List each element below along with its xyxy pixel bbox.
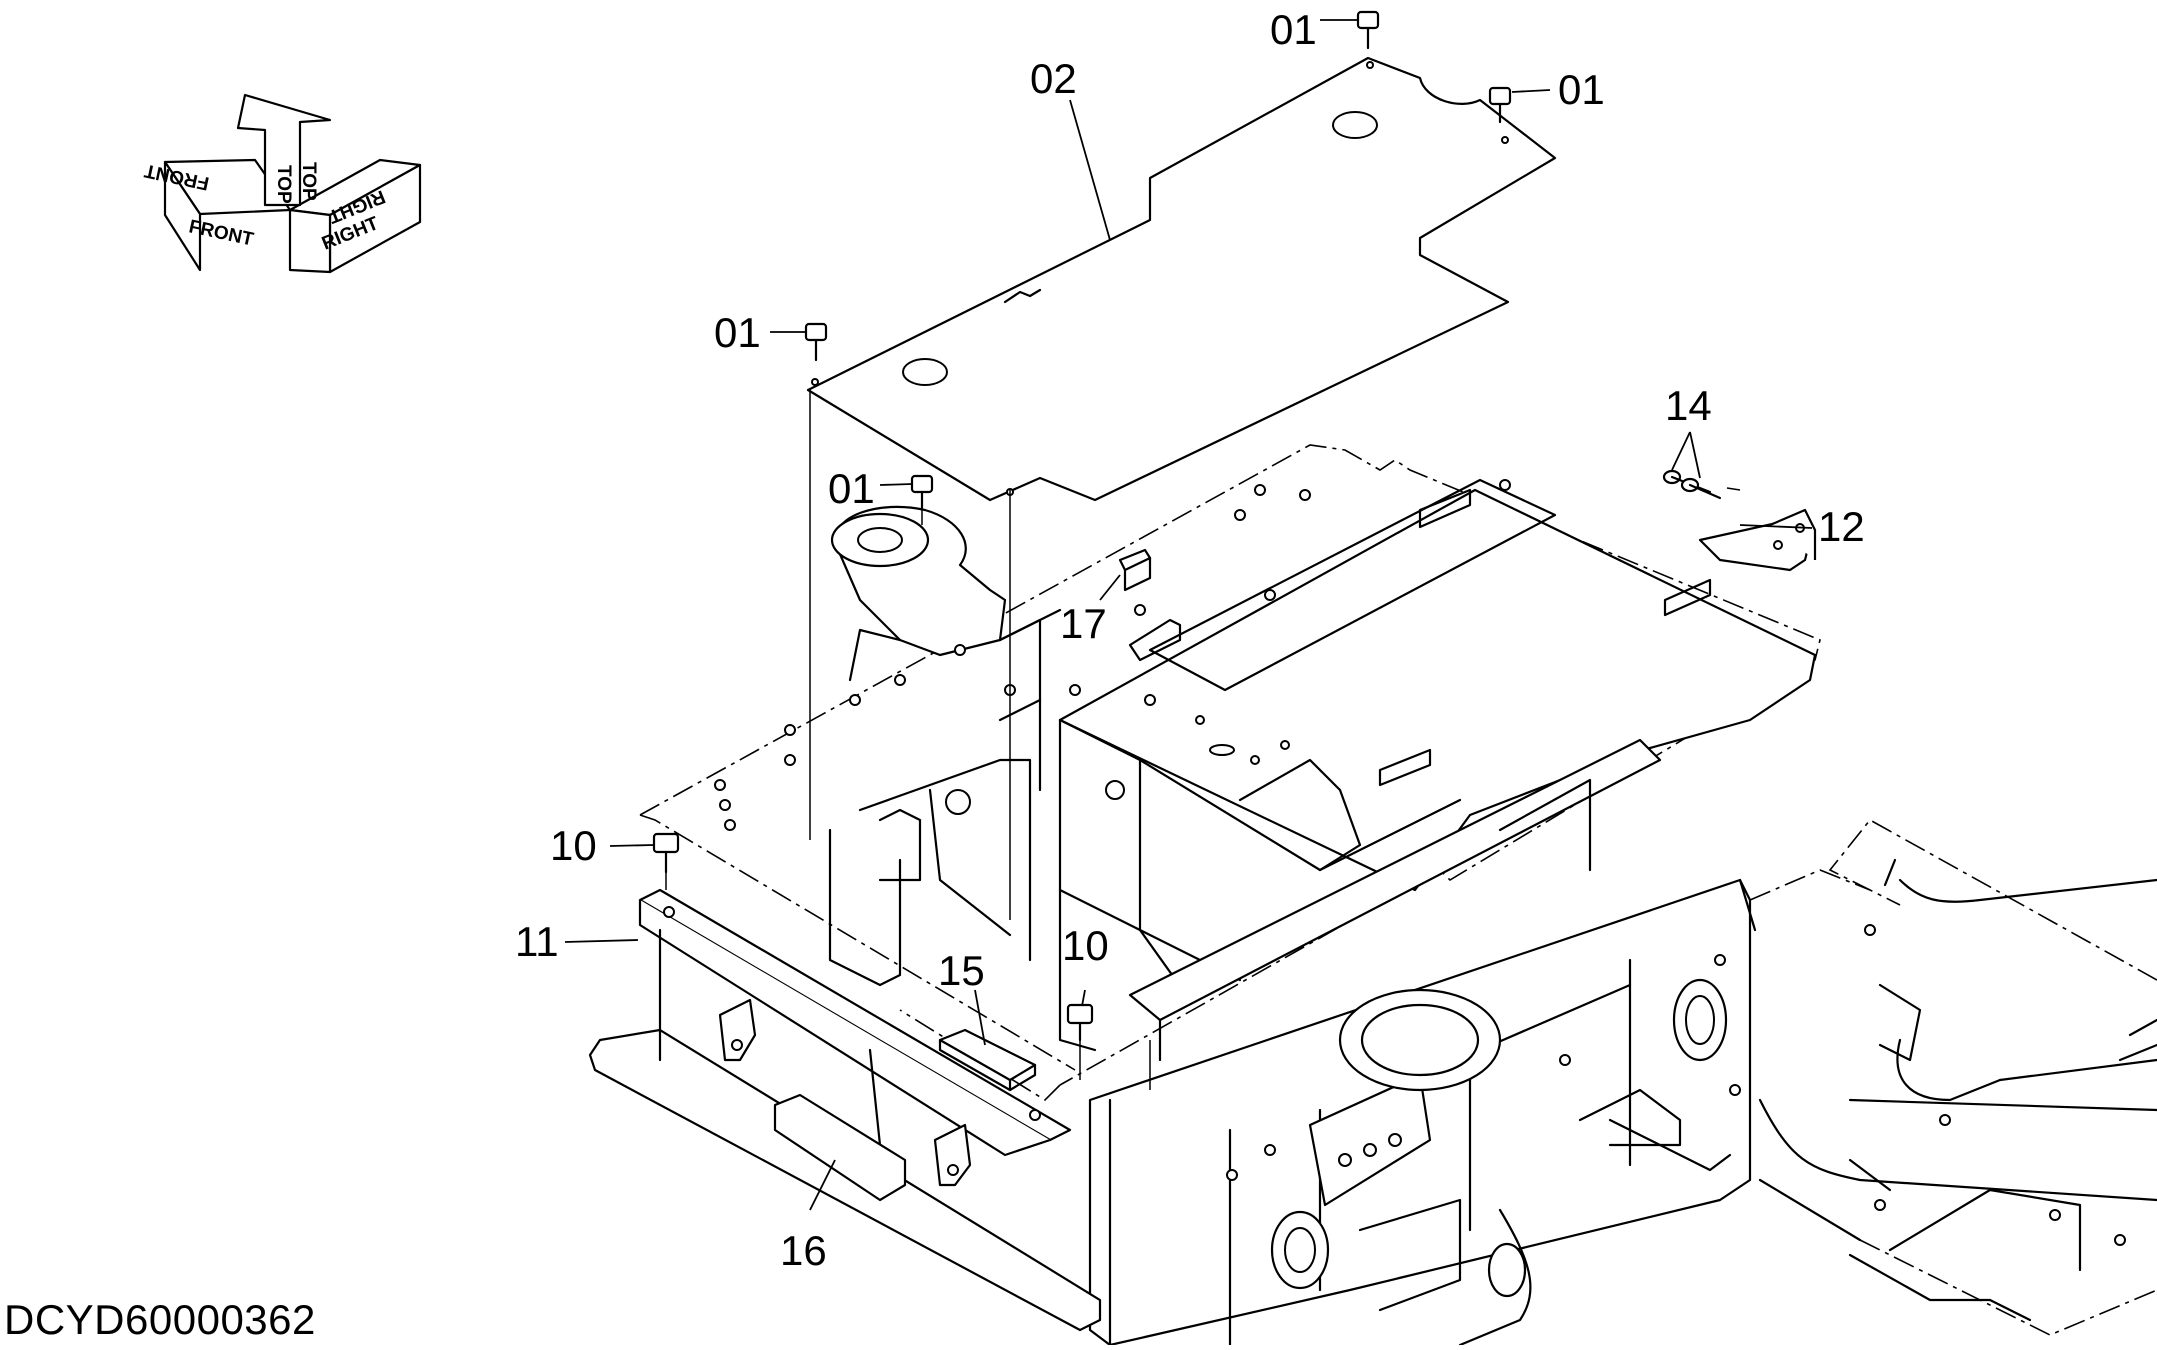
bolt-01-left [804,322,828,362]
main-frame-assembly [639,444,2157,1347]
part-15-rubber-pad [938,1028,1037,1092]
bolt-10-center [1066,1003,1094,1042]
top-label-b: TOP [298,162,319,201]
assembly-alignment-lines [665,390,1151,1090]
top-arrow-shape [236,93,332,207]
corner-face [288,208,332,274]
part-17-spacer [1118,548,1152,592]
part-14-bolts [1662,469,1741,500]
callout-01-left: 01 [714,309,761,356]
bolt-10-left [652,832,680,874]
front-arrow-side [163,160,202,272]
part-12-bracket [1698,508,1817,572]
callout-02: 02 [1030,55,1077,102]
callout-11: 11 [515,918,559,965]
callout-01-top: 01 [1270,6,1317,53]
part-11-front-beam [588,888,1102,1332]
callout-01-middle: 01 [828,465,875,512]
callout-15: 15 [938,947,985,994]
callout-16: 16 [780,1227,827,1274]
callout-labels: 01 01 01 01 02 10 10 11 12 14 15 16 17 [515,6,1865,1274]
callout-14: 14 [1665,382,1712,429]
top-label-a: TOP [273,165,294,204]
callout-17: 17 [1060,600,1107,647]
callout-01-right: 01 [1558,66,1605,113]
bolt-01-middle [910,474,934,510]
bolt-01-top [1356,10,1380,50]
orientation-arrow-symbol: FRONT FRONT TOP TOP RIGHT RIGHT [142,93,422,274]
drawing-id: DCYD60000362 [4,1296,316,1343]
callout-10-center: 10 [1062,922,1109,969]
callout-12: 12 [1818,503,1865,550]
part-02-cover-plate [806,56,1557,502]
bolt-01-right [1488,86,1512,124]
callout-10-left: 10 [550,822,597,869]
leader-lines [564,19,1813,1211]
bolt-14b [1680,477,1722,500]
